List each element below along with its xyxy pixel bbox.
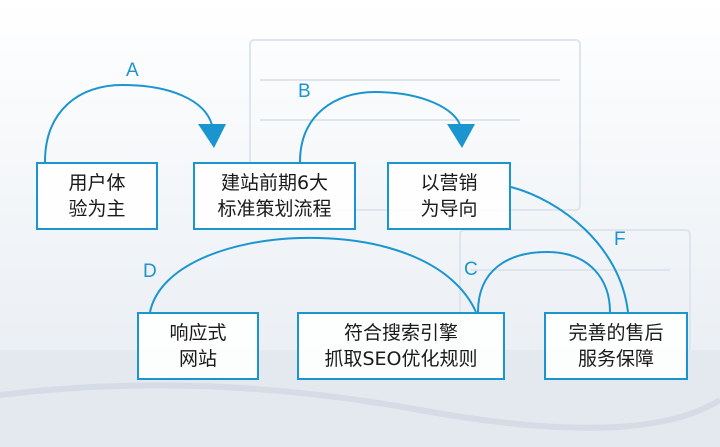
node-user-experience-line-2: 验为主 xyxy=(68,198,126,220)
edge-label-f: F xyxy=(614,229,626,250)
node-user-experience: 用户体 验为主 xyxy=(36,162,158,230)
edge-d xyxy=(149,236,477,313)
node-responsive-site: 响应式 网站 xyxy=(137,312,259,380)
edge-label-d: D xyxy=(143,261,157,282)
edge-label-c: C xyxy=(464,259,478,280)
edge-label-a: A xyxy=(126,60,139,81)
node-marketing-guide: 以营销 为导向 xyxy=(387,162,511,230)
node-seo-rules-line-1: 符合搜索引擎 xyxy=(343,322,458,344)
node-marketing-guide-line-1: 以营销 xyxy=(420,172,478,194)
edge-label-b: B xyxy=(298,81,311,102)
node-responsive-site-line-1: 响应式 xyxy=(169,322,227,344)
arrow-b-icon xyxy=(447,124,475,148)
node-seo-rules: 符合搜索引擎 抓取SEO优化规则 xyxy=(297,312,505,380)
edge-a xyxy=(44,83,213,163)
node-after-sales: 完善的售后 服务保障 xyxy=(544,312,688,380)
node-marketing-guide-line-2: 为导向 xyxy=(420,198,478,220)
node-seo-rules-line-2: 抓取SEO优化规则 xyxy=(324,348,478,370)
node-after-sales-line-1: 完善的售后 xyxy=(568,322,664,344)
node-site-planning-line-2: 标准策划流程 xyxy=(217,198,332,220)
node-after-sales-line-2: 服务保障 xyxy=(577,348,654,370)
node-site-planning: 建站前期6大 标准策划流程 xyxy=(193,162,356,230)
edge-b xyxy=(299,90,461,163)
edge-c xyxy=(477,250,611,313)
edge-f xyxy=(510,186,629,313)
node-user-experience-line-1: 用户体 xyxy=(68,172,126,194)
arrow-a-icon xyxy=(198,124,226,148)
node-responsive-site-line-2: 网站 xyxy=(178,348,217,370)
node-site-planning-line-1: 建站前期6大 xyxy=(220,172,329,194)
